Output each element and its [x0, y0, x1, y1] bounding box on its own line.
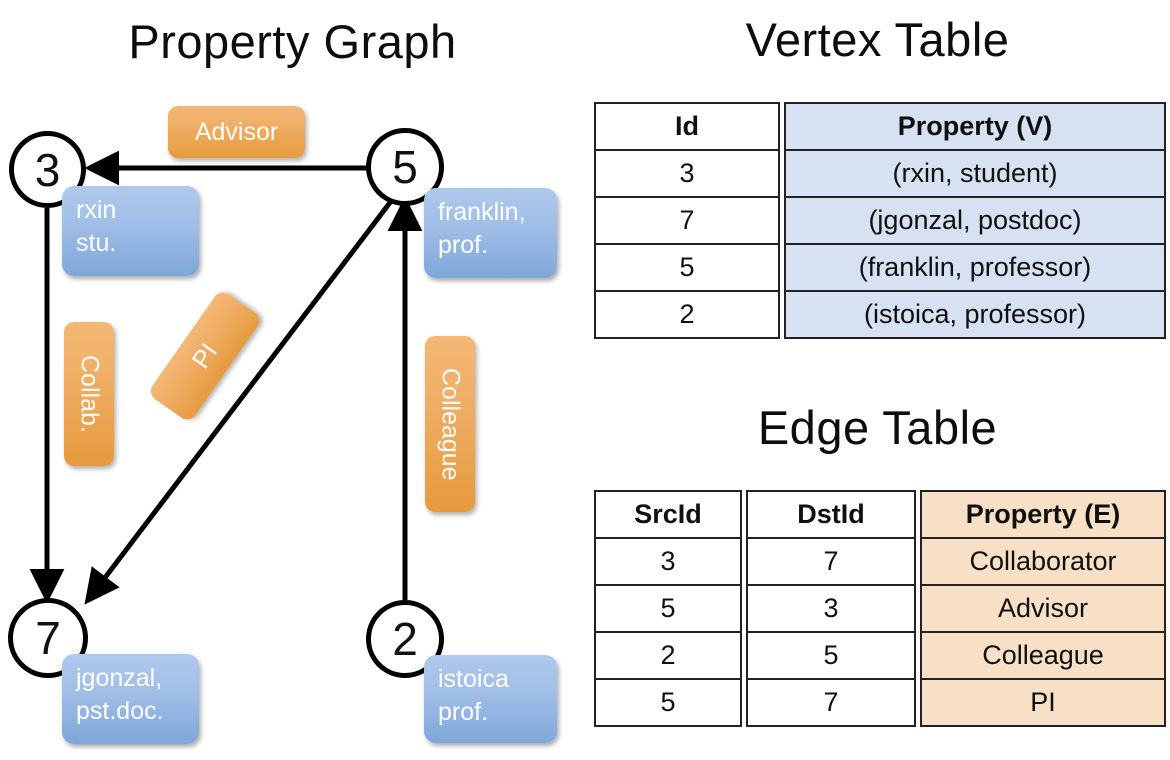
- page-title-edge-table: Edge Table: [757, 401, 998, 454]
- graph-node-5-property-box: franklin, prof.: [424, 188, 557, 278]
- table-row: (jgonzal, postdoc): [784, 196, 1166, 245]
- node-3-property-line-1: rxin: [76, 196, 117, 224]
- edge-label-colleague: Colleague: [425, 336, 475, 512]
- edge-5-to-7-pi: [84, 194, 397, 605]
- table-header-row: Property (V): [784, 102, 1166, 151]
- vertex-row-3-id: 2: [594, 290, 780, 339]
- edge-row-2-dst: 5: [746, 631, 916, 680]
- table-header-row: SrcId: [594, 490, 742, 539]
- table-row: 3: [594, 537, 742, 586]
- vertex-row-1-id: 7: [594, 196, 780, 245]
- vertex-row-2-property: (franklin, professor): [784, 243, 1166, 292]
- edge-row-2-src: 2: [594, 631, 742, 680]
- edge-table-dstid-column: DstId 7 3 5 7: [746, 490, 916, 727]
- edge-row-1-dst: 3: [746, 584, 916, 633]
- vertex-table-header-property: Property (V): [784, 102, 1166, 151]
- vertex-table-property-column: Property (V) (rxin, student) (jgonzal, p…: [784, 102, 1166, 339]
- table-row: 3: [594, 149, 780, 198]
- table-header-row: DstId: [746, 490, 916, 539]
- edge-row-3-dst: 7: [746, 678, 916, 727]
- table-row: (franklin, professor): [784, 243, 1166, 292]
- property-graph-diagram: 3 rxin stu. 5 franklin, prof. 7 jgonzal,…: [8, 106, 557, 744]
- table-row: 7: [746, 678, 916, 727]
- table-row: 3: [746, 584, 916, 633]
- edge-row-0-dst: 7: [746, 537, 916, 586]
- table-row: 2: [594, 290, 780, 339]
- vertex-row-3-property: (istoica, professor): [784, 290, 1166, 339]
- node-7-property-line-1: jgonzal,: [76, 664, 163, 692]
- node-5-property-line-2: prof.: [438, 231, 489, 259]
- node-2-property-line-2: prof.: [438, 698, 489, 726]
- table-row: Collaborator: [920, 537, 1166, 586]
- edge-table-srcid-column: SrcId 3 5 2 5: [594, 490, 742, 727]
- page-title-vertex-table: Vertex Table: [745, 13, 1010, 66]
- edge-row-3-src: 5: [594, 678, 742, 727]
- node-7-property-line-2: pst.doc.: [76, 697, 164, 725]
- edge-table-header-property: Property (E): [920, 490, 1166, 539]
- table-header-row: Id: [594, 102, 780, 151]
- table-row: 5: [594, 678, 742, 727]
- table-row: 5: [594, 243, 780, 292]
- edge-table-header-dstid: DstId: [746, 490, 916, 539]
- vertex-table-id-column: Id 3 7 5 2: [594, 102, 780, 339]
- vertex-row-2-id: 5: [594, 243, 780, 292]
- edge-label-collab: Collab.: [64, 322, 114, 466]
- vertex-row-0-property: (rxin, student): [784, 149, 1166, 198]
- edge-table-header-srcid: SrcId: [594, 490, 742, 539]
- table-header-row: Property (E): [920, 490, 1166, 539]
- vertex-row-1-property: (jgonzal, postdoc): [784, 196, 1166, 245]
- table-row: Colleague: [920, 631, 1166, 680]
- edge-label-advisor: Advisor: [168, 106, 305, 158]
- graph-node-7-property-box: jgonzal, pst.doc.: [62, 654, 199, 744]
- edge-row-3-property: PI: [920, 678, 1166, 727]
- graph-node-3-property-box: rxin stu.: [62, 186, 199, 276]
- graph-node-2-property-box: istoica prof.: [424, 655, 557, 743]
- edge-row-1-property: Advisor: [920, 584, 1166, 633]
- node-3-property-line-2: stu.: [76, 229, 117, 257]
- table-row: 7: [746, 537, 916, 586]
- graph-node-2[interactable]: 2: [366, 600, 444, 678]
- edge-row-2-property: Colleague: [920, 631, 1166, 680]
- table-row: 5: [746, 631, 916, 680]
- node-2-property-line-1: istoica: [438, 665, 509, 693]
- table-row: (rxin, student): [784, 149, 1166, 198]
- edge-row-1-src: 5: [594, 584, 742, 633]
- page-title-property-graph: Property Graph: [128, 15, 457, 68]
- table-row: 7: [594, 196, 780, 245]
- table-row: 2: [594, 631, 742, 680]
- edge-row-0-src: 3: [594, 537, 742, 586]
- edge-row-0-property: Collaborator: [920, 537, 1166, 586]
- table-row: 5: [594, 584, 742, 633]
- edge-table-property-column: Property (E) Collaborator Advisor Collea…: [920, 490, 1166, 727]
- node-5-property-line-1: franklin,: [438, 198, 526, 226]
- graph-edges-svg: [29, 150, 423, 605]
- table-row: Advisor: [920, 584, 1166, 633]
- table-row: (istoica, professor): [784, 290, 1166, 339]
- table-row: PI: [920, 678, 1166, 727]
- vertex-table-header-id: Id: [594, 102, 780, 151]
- vertex-row-0-id: 3: [594, 149, 780, 198]
